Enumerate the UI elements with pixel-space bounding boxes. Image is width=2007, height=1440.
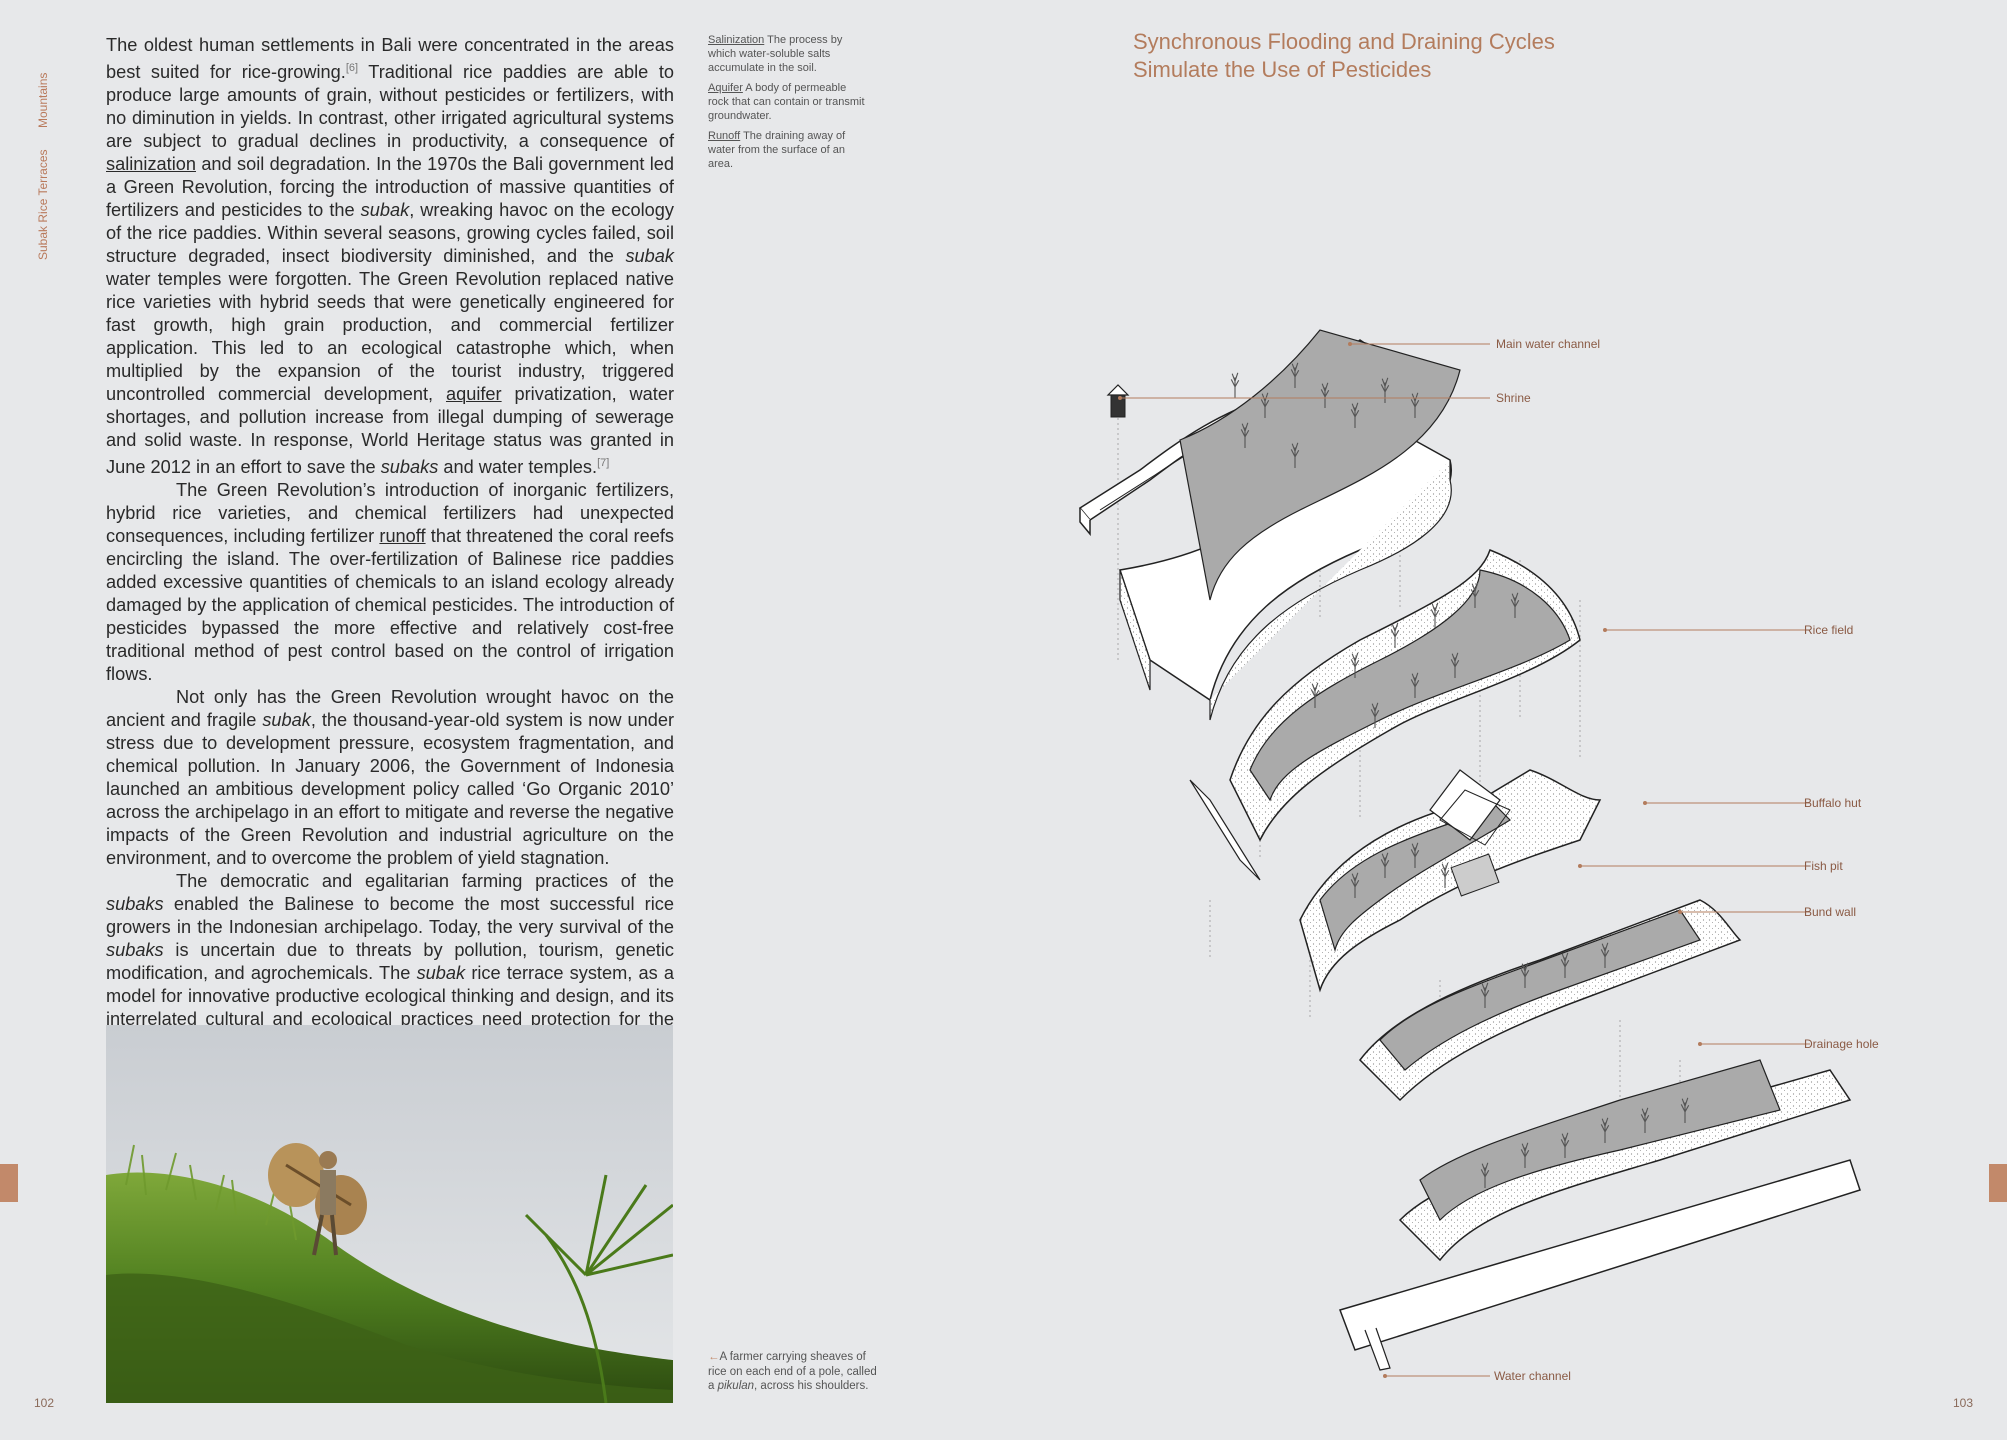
arrow-left-icon: ←	[708, 1351, 720, 1363]
glossary-term-ref: aquifer	[445, 384, 502, 405]
page-number-right: 103	[1952, 1396, 1973, 1410]
farmer-photo	[106, 1025, 673, 1403]
text-run: The oldest human settlements in Bali wer…	[106, 35, 674, 83]
text-run: and soil degradation. In the 1970s the B…	[106, 154, 674, 221]
label-drainage-hole: Drainage hole	[1804, 1037, 1879, 1051]
text-run: rice terrace system, as a model for inno…	[106, 963, 675, 1030]
running-head-chapter: Subak Rice Terraces	[36, 149, 50, 261]
glossary: Salinization The process by which water-…	[708, 33, 868, 177]
diagram-title-line-2: Simulate the Use of Pesticides	[1133, 57, 1432, 82]
diagram-title: Synchronous Flooding and Draining Cycles…	[1133, 28, 1555, 84]
body-paragraph: The oldest human settlements in Bali wer…	[106, 34, 674, 479]
running-head-section: Mountains	[36, 72, 50, 128]
text-run: water temples were forgotten. The Green …	[106, 269, 674, 405]
shrine-shape	[1106, 384, 1130, 418]
text-run: Traditional rice paddies are able to pro…	[106, 62, 674, 152]
text-run: and water temples.	[438, 457, 598, 478]
photo-caption: ←A farmer carrying sheaves of rice on ea…	[708, 1350, 878, 1394]
glossary-definition: The draining away of water from the surf…	[708, 130, 846, 170]
text-run: The Green Revolution’s introduction of i…	[106, 480, 674, 547]
text-run: subaks	[106, 940, 164, 961]
bottom-water-channel-shape	[1339, 1159, 1861, 1371]
label-buffalo-hut: Buffalo hut	[1804, 796, 1862, 810]
glossary-entry: Runoff The draining away of water from t…	[708, 129, 868, 171]
text-run: subak	[262, 710, 311, 731]
label-fish-pit: Fish pit	[1804, 859, 1843, 873]
terrace-3	[1299, 769, 1602, 993]
glossary-definition: The process by which water-soluble salts…	[708, 34, 843, 74]
text-run: , across his shoulders.	[754, 1380, 869, 1392]
body-paragraph: Not only has the Green Revolution wrough…	[106, 686, 674, 870]
footnote-ref: [7]	[597, 457, 610, 470]
label-bund-wall: Bund wall	[1804, 905, 1856, 919]
body-paragraph: The democratic and egalitarian farming p…	[106, 870, 674, 1054]
text-run: A farmer carrying sheaves of rice on eac…	[708, 1351, 877, 1392]
text-run: subak	[625, 246, 674, 267]
body-paragraph: The Green Revolution’s introduction of i…	[106, 479, 674, 686]
body-text: The oldest human settlements in Bali wer…	[106, 34, 674, 1054]
right-page-edge-tab	[1989, 1164, 2007, 1202]
glossary-term: Runoff	[708, 130, 741, 142]
label-rice-field: Rice field	[1804, 623, 1853, 637]
text-run: subak	[416, 963, 466, 984]
glossary-term: Aquifer	[708, 82, 743, 94]
left-page-edge-tab	[0, 1164, 18, 1202]
terrace-1	[1119, 329, 1461, 721]
glossary-entry: Salinization The process by which water-…	[708, 33, 868, 75]
callout-lines	[1120, 343, 1810, 1377]
footnote-ref: [6]	[345, 62, 359, 74]
text-run: that threatened the coral reefs encircli…	[106, 526, 674, 685]
terrace-2	[1189, 549, 1581, 881]
terrace-exploded-diagram: Main water channel Shrine Rice field Buf…	[1060, 300, 1960, 1400]
glossary-definition: A body of permeable rock that can contai…	[708, 82, 865, 122]
text-run: enabled the Balinese to become the most …	[106, 894, 674, 938]
diagram-title-line-1: Synchronous Flooding and Draining Cycles	[1133, 29, 1555, 54]
glossary-term: Salinization	[708, 34, 765, 46]
terrace-5	[1398, 1059, 1852, 1262]
glossary-term-ref: runoff	[379, 526, 426, 547]
text-run: The democratic and egalitarian farming p…	[176, 871, 674, 892]
text-run: privatization, water shortages, and poll…	[106, 384, 674, 478]
label-shrine: Shrine	[1496, 391, 1531, 405]
glossary-entry: Aquifer A body of permeable rock that ca…	[708, 81, 868, 123]
running-head: Subak Rice Terraces Mountains	[22, 30, 62, 260]
text-run: , wreaking havoc on the ecology of the r…	[106, 200, 674, 267]
label-main-water-channel: Main water channel	[1496, 337, 1600, 351]
text-run: subaks	[106, 894, 164, 915]
glossary-term-ref: salinization	[106, 154, 196, 175]
text-run: subak	[360, 200, 410, 221]
text-run: subaks	[380, 457, 439, 478]
text-run: is uncertain due to threats by pollution…	[106, 940, 674, 984]
text-run: pikulan	[717, 1380, 755, 1392]
label-water-channel: Water channel	[1494, 1369, 1571, 1383]
text-run: Not only has the Green Revolution wrough…	[106, 687, 674, 731]
text-run: , the thousand-year-old system is now un…	[106, 710, 674, 869]
terrace-4	[1359, 899, 1742, 1102]
page-number-left: 102	[34, 1396, 55, 1410]
